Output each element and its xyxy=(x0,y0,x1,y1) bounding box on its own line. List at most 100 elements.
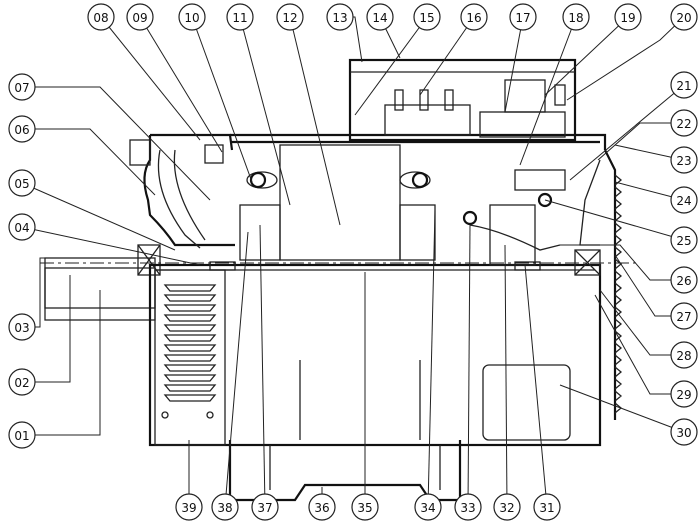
callout-23: 23 xyxy=(670,146,698,174)
callout-32: 32 xyxy=(493,493,521,521)
callout-number: 14 xyxy=(372,11,387,25)
cable-box xyxy=(482,364,571,441)
leader-line xyxy=(467,224,471,508)
callout-number: 01 xyxy=(14,429,29,443)
callout-number: 39 xyxy=(181,501,196,515)
leader-line xyxy=(504,16,524,113)
leader-line xyxy=(519,16,577,166)
callout-number: 26 xyxy=(676,274,691,288)
callout-number: 06 xyxy=(14,123,29,137)
callout-number: 15 xyxy=(419,11,434,25)
callout-33: 33 xyxy=(454,493,482,521)
callout-19: 19 xyxy=(614,3,642,31)
exciter xyxy=(462,169,566,266)
callout-04: 04 xyxy=(8,213,36,241)
leader-line xyxy=(524,264,548,508)
callout-number: 22 xyxy=(676,117,691,131)
callout-18: 18 xyxy=(562,3,590,31)
leader-line xyxy=(224,231,249,508)
callout-05: 05 xyxy=(8,169,36,197)
leader-line xyxy=(599,289,684,356)
callout-number: 34 xyxy=(420,501,435,515)
leader-line xyxy=(22,128,156,196)
callout-number: 35 xyxy=(357,501,372,515)
callout-16: 16 xyxy=(460,3,488,31)
callout-number: 20 xyxy=(676,11,691,25)
callout-number: 17 xyxy=(515,11,530,25)
callout-26: 26 xyxy=(670,266,698,294)
callout-11: 11 xyxy=(226,3,254,31)
callout-12: 12 xyxy=(276,3,304,31)
callout-27: 27 xyxy=(670,302,698,330)
rear-cover xyxy=(574,149,623,420)
callout-02: 02 xyxy=(8,368,36,396)
callout-number: 28 xyxy=(676,349,691,363)
callout-13: 13 xyxy=(326,3,354,31)
callout-number: 38 xyxy=(217,501,232,515)
callout-10: 10 xyxy=(178,3,206,31)
callout-number: 25 xyxy=(676,234,691,248)
leader-line xyxy=(239,16,291,206)
leader-line xyxy=(259,224,266,508)
callout-07: 07 xyxy=(8,73,36,101)
leader-line xyxy=(22,275,71,383)
stator-core xyxy=(239,144,436,261)
callout-number: 21 xyxy=(676,79,691,93)
callout-25: 25 xyxy=(670,226,698,254)
leader-line xyxy=(354,16,428,116)
callout-28: 28 xyxy=(670,341,698,369)
callout-number: 24 xyxy=(676,194,691,208)
callout-34: 34 xyxy=(414,493,442,521)
callout-14: 14 xyxy=(366,3,394,31)
shaft xyxy=(40,257,640,321)
callout-08: 08 xyxy=(87,3,115,31)
callout-37: 37 xyxy=(251,493,279,521)
mounting-feet xyxy=(228,360,462,502)
callout-number: 31 xyxy=(539,501,554,515)
leader-line xyxy=(427,209,436,508)
leader-line xyxy=(419,16,475,96)
callout-22: 22 xyxy=(670,109,698,137)
callout-number: 08 xyxy=(93,11,108,25)
leader-line xyxy=(139,16,223,153)
callout-30: 30 xyxy=(670,418,698,446)
callout-number: 23 xyxy=(676,154,691,168)
leader-line xyxy=(289,16,341,226)
callout-number: 12 xyxy=(282,11,297,25)
callout-number: 30 xyxy=(676,426,691,440)
leader-line xyxy=(100,16,201,141)
front-end-shield xyxy=(129,133,235,276)
leader-line xyxy=(597,122,684,161)
callout-number: 02 xyxy=(14,376,29,390)
callout-29: 29 xyxy=(670,380,698,408)
leader-line xyxy=(544,199,685,241)
leader-line xyxy=(22,290,101,436)
callout-number: 07 xyxy=(14,81,29,95)
callout-35: 35 xyxy=(351,493,379,521)
callout-20: 20 xyxy=(670,3,698,31)
leader-line xyxy=(559,384,685,433)
leader-line xyxy=(544,16,629,96)
callout-number: 27 xyxy=(676,310,691,324)
callout-number: 04 xyxy=(14,221,29,235)
frame xyxy=(148,133,607,447)
callout-number: 09 xyxy=(132,11,147,25)
callout-number: 03 xyxy=(14,321,29,335)
callout-15: 15 xyxy=(413,3,441,31)
callout-39: 39 xyxy=(175,493,203,521)
leader-line xyxy=(21,182,176,251)
callout-number: 16 xyxy=(466,11,481,25)
callout-number: 36 xyxy=(314,501,329,515)
callout-21: 21 xyxy=(670,71,698,99)
callout-number: 11 xyxy=(232,11,247,25)
callout-number: 33 xyxy=(460,501,475,515)
callout-number: 13 xyxy=(332,11,347,25)
callout-number: 32 xyxy=(499,501,514,515)
callout-36: 36 xyxy=(308,493,336,521)
callout-24: 24 xyxy=(670,186,698,214)
callout-09: 09 xyxy=(126,3,154,31)
callout-03: 03 xyxy=(8,313,36,341)
leader-line xyxy=(504,244,508,508)
leader-line xyxy=(22,86,211,201)
